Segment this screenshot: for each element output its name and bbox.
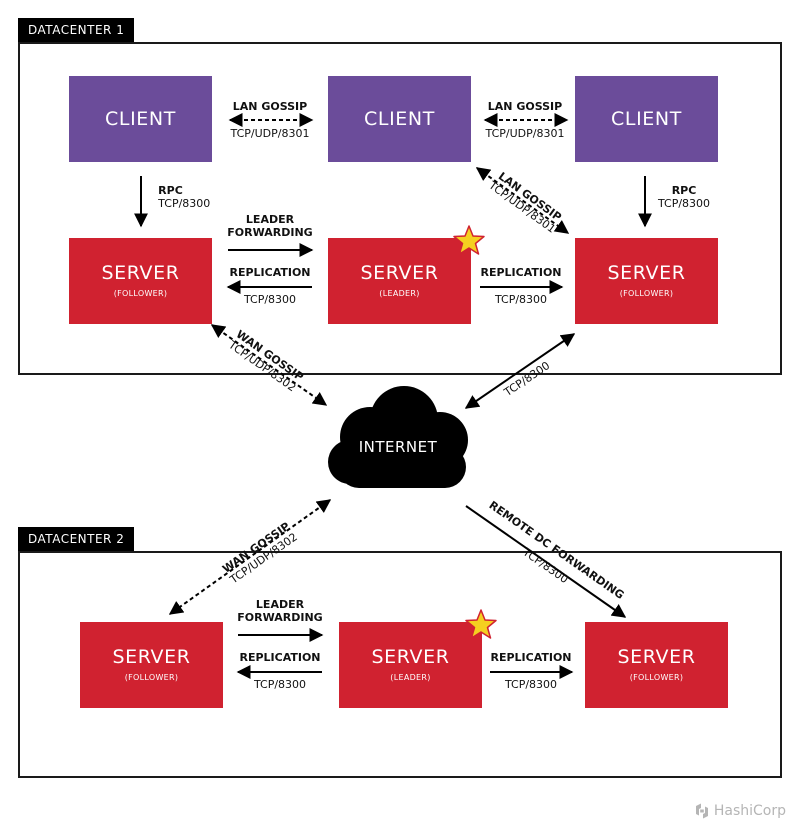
leader-forwarding-label-dc1: LEADER FORWARDING: [227, 213, 313, 239]
internet-arrow-dc1: [464, 333, 576, 409]
server-follower-dc2-2: SERVER (FOLLOWER): [585, 622, 728, 708]
replication-label-right-dc2: REPLICATION TCP/8300: [490, 651, 572, 691]
client-node-1: CLIENT: [69, 76, 212, 162]
server-follower-dc1-1: SERVER (FOLLOWER): [69, 238, 212, 324]
lan-gossip-label-2: LAN GOSSIP TCP/UDP/8301: [485, 100, 565, 140]
internet-label: INTERNET: [358, 438, 438, 456]
server-role: (FOLLOWER): [629, 673, 684, 682]
server-label: SERVER: [607, 262, 686, 284]
server-role: (LEADER): [379, 289, 420, 298]
server-role: (FOLLOWER): [619, 289, 674, 298]
datacenter-1-frame: [18, 42, 782, 375]
client-label: CLIENT: [364, 107, 435, 130]
leader-star-icon: [453, 225, 485, 255]
server-role: (FOLLOWER): [113, 289, 168, 298]
server-label: SERVER: [112, 646, 191, 668]
lan-gossip-arrow-3: [475, 167, 570, 234]
brand-name: HashiCorp: [713, 803, 786, 819]
server-leader-dc2: SERVER (LEADER): [339, 622, 482, 708]
internet-cloud-icon: [328, 386, 468, 488]
hashicorp-logo-icon: [695, 803, 708, 819]
server-label: SERVER: [617, 646, 696, 668]
rpc-label-1: RPC TCP/8300: [158, 184, 211, 210]
replication-label-left-dc2: REPLICATION TCP/8300: [239, 651, 321, 691]
remote-dc-forwarding-arrow: [465, 505, 627, 618]
lan-gossip-label-1: LAN GOSSIP TCP/UDP/8301: [230, 100, 310, 140]
client-label: CLIENT: [105, 107, 176, 130]
wan-gossip-arrow-dc1: [210, 324, 328, 406]
server-label: SERVER: [360, 262, 439, 284]
client-label: CLIENT: [611, 107, 682, 130]
hashicorp-brand: HashiCorp: [694, 803, 786, 819]
server-leader-dc1: SERVER (LEADER): [328, 238, 471, 324]
server-follower-dc1-2: SERVER (FOLLOWER): [575, 238, 718, 324]
datacenter-2-frame: [18, 551, 782, 778]
datacenter-2-label: DATACENTER 2: [18, 527, 135, 551]
server-role: (FOLLOWER): [124, 673, 179, 682]
replication-label-left-dc1: REPLICATION TCP/8300: [229, 266, 311, 306]
leader-forwarding-label-dc2: LEADER FORWARDING: [237, 598, 323, 624]
rpc-label-3: RPC TCP/8300: [657, 184, 711, 210]
leader-star-icon: [465, 609, 497, 639]
client-node-3: CLIENT: [575, 76, 718, 162]
server-label: SERVER: [371, 646, 450, 668]
server-role: (LEADER): [390, 673, 431, 682]
wan-gossip-arrow-dc2: [168, 499, 332, 615]
server-label: SERVER: [101, 262, 180, 284]
server-follower-dc2-1: SERVER (FOLLOWER): [80, 622, 223, 708]
client-node-2: CLIENT: [328, 76, 471, 162]
datacenter-1-label: DATACENTER 1: [18, 18, 135, 42]
replication-label-right-dc1: REPLICATION TCP/8300: [480, 266, 562, 306]
